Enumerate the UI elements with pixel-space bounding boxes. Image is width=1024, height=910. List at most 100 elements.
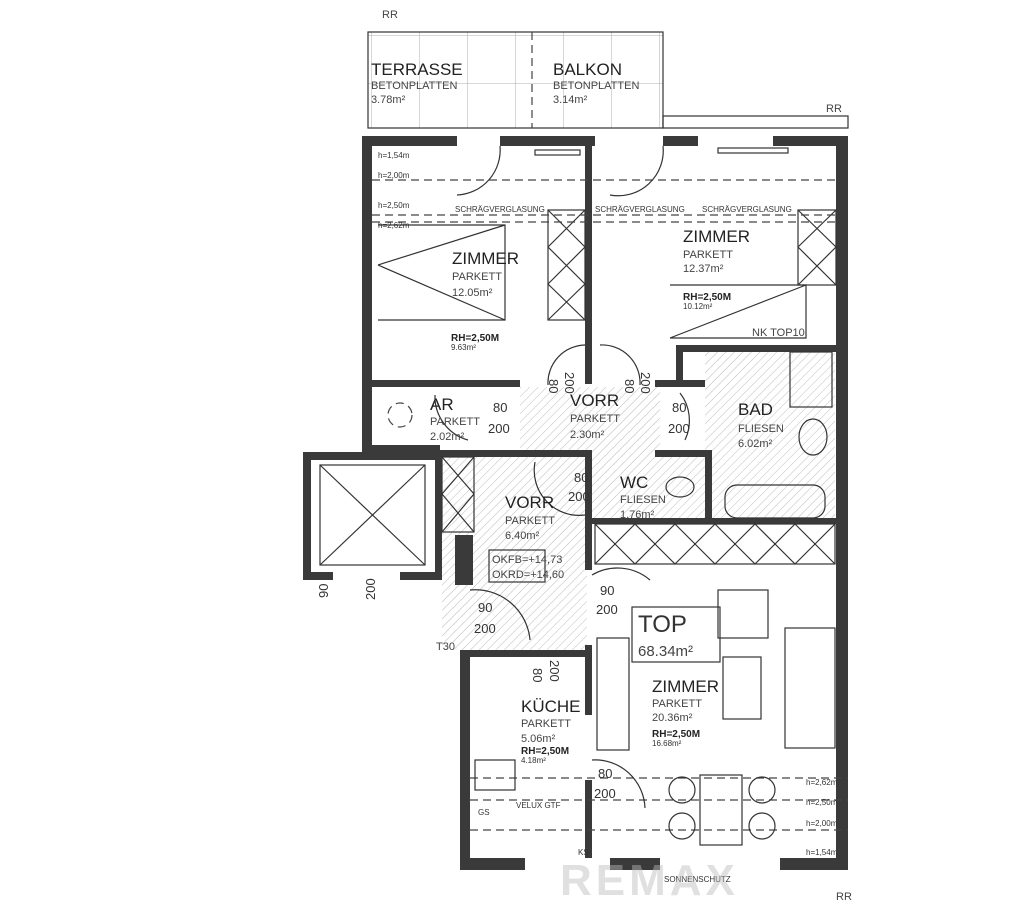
svg-text:SCHRÄGVERGLASUNG: SCHRÄGVERGLASUNG xyxy=(595,205,685,214)
svg-text:20.36m²: 20.36m² xyxy=(652,712,693,724)
zimmer2-name: ZIMMER xyxy=(683,227,750,246)
svg-text:PARKETT: PARKETT xyxy=(430,416,480,428)
shower xyxy=(789,351,833,408)
svg-text:RH=2,50M: RH=2,50M xyxy=(652,729,700,740)
svg-text:OKRD=+14,60: OKRD=+14,60 xyxy=(492,569,564,581)
wardrobes xyxy=(441,209,837,565)
svg-text:200: 200 xyxy=(638,372,653,394)
wohnen-name: ZIMMER xyxy=(652,677,719,696)
furniture xyxy=(387,351,836,846)
svg-text:9.63m²: 9.63m² xyxy=(451,343,476,352)
svg-text:RH=2,50M: RH=2,50M xyxy=(451,333,499,344)
armchair xyxy=(717,589,769,639)
terrasse-name: TERRASSE xyxy=(371,60,463,79)
svg-text:SCHRÄGVERGLASUNG: SCHRÄGVERGLASUNG xyxy=(702,205,792,214)
svg-text:h=2,62m: h=2,62m xyxy=(806,778,838,787)
stove xyxy=(474,759,516,791)
svg-text:h=1,54m: h=1,54m xyxy=(806,848,838,857)
svg-text:RH=2,50M: RH=2,50M xyxy=(683,292,731,303)
terrasse-area: 3.78m² xyxy=(371,94,406,106)
svg-text:h=2,00m: h=2,00m xyxy=(806,819,838,828)
balkon-area: 3.14m² xyxy=(553,94,588,106)
svg-text:h=1,54m: h=1,54m xyxy=(378,151,410,160)
svg-text:BETONPLATTEN: BETONPLATTEN xyxy=(371,80,457,92)
sofa xyxy=(784,627,836,749)
svg-text:FLIESEN: FLIESEN xyxy=(620,494,666,506)
terrasse-balkon xyxy=(367,31,849,129)
door-swings xyxy=(434,145,690,809)
rr-marker: RR xyxy=(836,891,852,903)
svg-text:4.18m²: 4.18m² xyxy=(521,756,546,765)
elevator xyxy=(319,464,426,566)
svg-text:80: 80 xyxy=(672,400,686,415)
sideboard xyxy=(596,637,630,751)
vorr1-name: VORR xyxy=(570,391,619,410)
svg-text:NK TOP10: NK TOP10 xyxy=(752,327,805,339)
svg-text:h=2,50m: h=2,50m xyxy=(378,201,410,210)
rr-marker: RR xyxy=(826,103,842,115)
svg-text:h=2,62m: h=2,62m xyxy=(378,221,410,230)
svg-text:RH=2,50M: RH=2,50M xyxy=(521,746,569,757)
svg-text:PARKETT: PARKETT xyxy=(521,718,571,730)
svg-text:200: 200 xyxy=(363,578,378,600)
svg-text:200: 200 xyxy=(547,660,562,682)
svg-text:200: 200 xyxy=(596,602,618,617)
svg-text:200: 200 xyxy=(488,421,510,436)
svg-text:80: 80 xyxy=(598,766,612,781)
svg-text:80: 80 xyxy=(530,668,545,682)
ar-name: AR xyxy=(430,395,454,414)
wc-name: WC xyxy=(620,473,648,492)
svg-text:PARKETT: PARKETT xyxy=(652,698,702,710)
top-area-box xyxy=(631,606,721,663)
labels: RR RR RR TERRASSE BETONPLATTEN 3.78m² BA… xyxy=(316,9,852,905)
vorr2-name: VORR xyxy=(505,493,554,512)
svg-text:PARKETT: PARKETT xyxy=(683,249,733,261)
toilet xyxy=(665,476,695,498)
boiler xyxy=(387,402,413,428)
svg-text:2.30m²: 2.30m² xyxy=(570,429,605,441)
svg-text:200: 200 xyxy=(474,621,496,636)
watermark: REMAX xyxy=(560,856,739,905)
dining-table xyxy=(699,774,743,846)
zimmer1-name: ZIMMER xyxy=(452,249,519,268)
walls xyxy=(303,136,848,870)
svg-text:80: 80 xyxy=(574,470,588,485)
svg-text:BETONPLATTEN: BETONPLATTEN xyxy=(553,80,639,92)
top-area: 68.34m² xyxy=(638,643,693,660)
svg-text:SONNENSCHUTZ: SONNENSCHUTZ xyxy=(664,875,731,884)
svg-text:1.76m²: 1.76m² xyxy=(620,509,655,521)
ceiling-lines xyxy=(372,147,848,831)
svg-text:GS: GS xyxy=(478,808,490,817)
svg-text:PARKETT: PARKETT xyxy=(570,413,620,425)
balkon-name: BALKON xyxy=(553,60,622,79)
rr-marker: RR xyxy=(382,9,398,21)
svg-text:90: 90 xyxy=(600,583,614,598)
svg-text:h=2,00m: h=2,00m xyxy=(378,171,410,180)
svg-text:80: 80 xyxy=(493,400,507,415)
svg-text:SCHRÄGVERGLASUNG: SCHRÄGVERGLASUNG xyxy=(455,205,545,214)
svg-text:16.68m²: 16.68m² xyxy=(652,739,682,748)
svg-text:PARKETT: PARKETT xyxy=(452,271,502,283)
svg-text:FLIESEN: FLIESEN xyxy=(738,423,784,435)
svg-text:10.12m²: 10.12m² xyxy=(683,302,713,311)
svg-text:200: 200 xyxy=(668,421,690,436)
svg-text:200: 200 xyxy=(568,489,590,504)
svg-text:2.02m²: 2.02m² xyxy=(430,431,465,443)
top-label: TOP xyxy=(638,611,687,638)
svg-text:12.37m²: 12.37m² xyxy=(683,263,724,275)
svg-text:200: 200 xyxy=(594,786,616,801)
svg-text:6.02m²: 6.02m² xyxy=(738,438,773,450)
svg-text:80: 80 xyxy=(546,379,561,393)
svg-text:PARKETT: PARKETT xyxy=(505,515,555,527)
coffee-table xyxy=(722,656,762,720)
bad-name: BAD xyxy=(738,400,773,419)
svg-text:VELUX GTF: VELUX GTF xyxy=(516,801,561,810)
kueche-name: KÜCHE xyxy=(521,697,581,716)
svg-text:200: 200 xyxy=(562,372,577,394)
svg-text:KS: KS xyxy=(578,848,589,857)
svg-text:12.05m²: 12.05m² xyxy=(452,287,493,299)
svg-text:80: 80 xyxy=(622,379,637,393)
svg-text:h=2,50m: h=2,50m xyxy=(806,798,838,807)
